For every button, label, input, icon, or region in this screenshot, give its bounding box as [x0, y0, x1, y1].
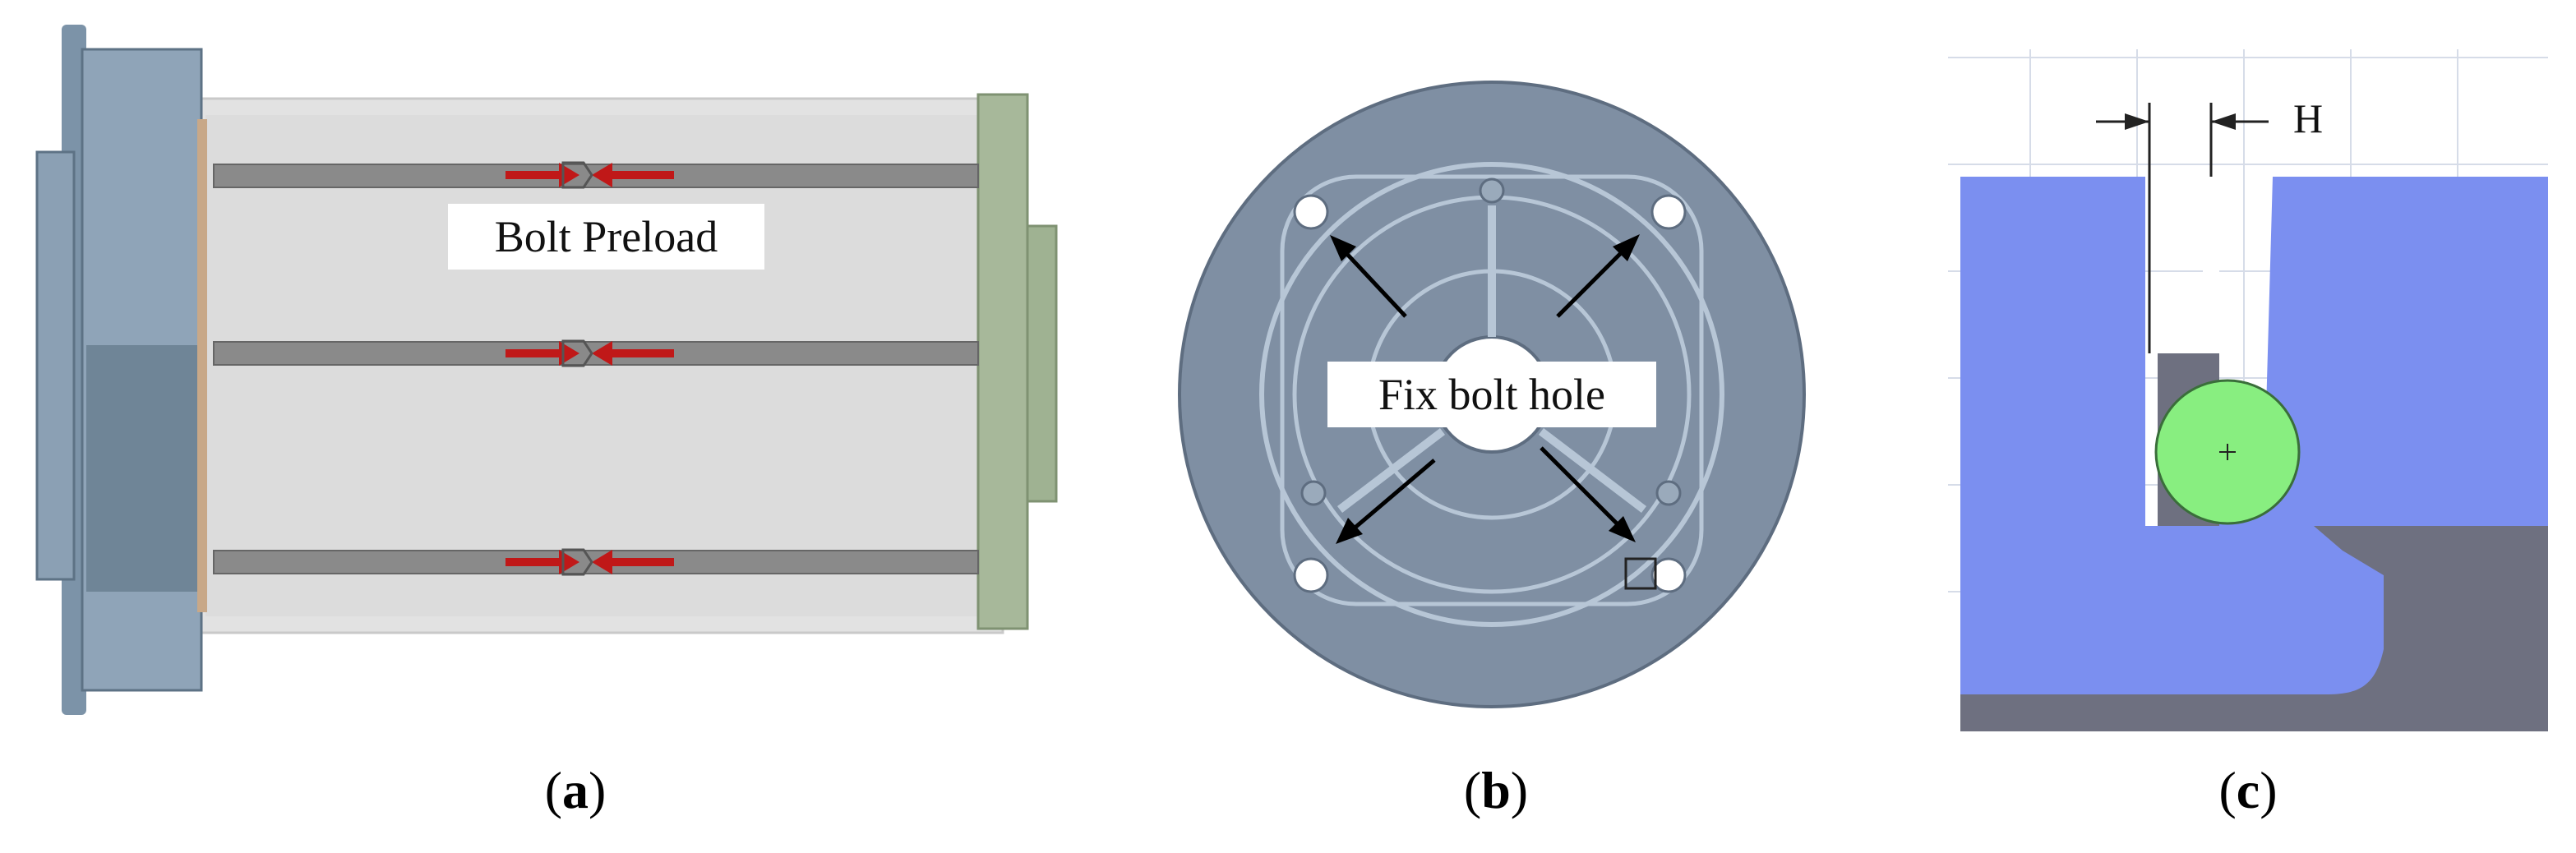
left-flange-shade: [86, 345, 197, 592]
preload-arrow-top: [506, 161, 674, 189]
caption-c: (c): [2182, 760, 2314, 821]
groove-slot: [2203, 177, 2219, 353]
section-blue-left: [1960, 177, 2145, 526]
dimension-h-label: H: [2293, 95, 2324, 141]
bolt-hole-top-right: [1650, 194, 1687, 230]
pointer-arrow-bottom-right: [1540, 446, 1636, 542]
dim-arrow-left: [2125, 113, 2149, 130]
caption-c-letter: c: [2236, 761, 2260, 819]
dim-arrow-right: [2211, 113, 2236, 130]
rib-left: [1336, 428, 1446, 513]
bolt-hole-bottom-right: [1650, 557, 1687, 593]
right-cap-body: [976, 93, 1029, 630]
boss-right: [1655, 480, 1682, 506]
panel-a: Bolt Preload (a): [0, 0, 1085, 853]
bolt-preload-label: Bolt Preload: [448, 204, 764, 270]
boss-left: [1300, 480, 1327, 506]
caption-c-open: (: [2218, 761, 2237, 819]
caption-b-open: (: [1463, 761, 1482, 819]
preload-arrow-bottom: [506, 548, 674, 576]
bolt-rod-middle: [213, 341, 979, 366]
boss-top: [1479, 178, 1505, 204]
seal-section-drawing: [1948, 49, 2548, 731]
marker-square: [1624, 557, 1657, 590]
right-cap-boss: [1026, 224, 1058, 503]
caption-c-close: ): [2260, 761, 2278, 819]
bolt-hole-top-left: [1293, 194, 1329, 230]
caption-a: (a): [493, 760, 658, 821]
caption-b-letter: b: [1481, 761, 1511, 819]
pointer-arrow-bottom-left: [1336, 459, 1436, 544]
fix-bolt-hole-label: Fix bolt hole: [1327, 362, 1656, 427]
rib-right: [1538, 428, 1647, 513]
caption-a-close: ): [589, 761, 607, 819]
pointer-arrow-top-right: [1556, 234, 1640, 318]
caption-b-close: ): [1510, 761, 1529, 819]
panel-c: H (c): [1948, 0, 2576, 853]
caption-a-letter: a: [562, 761, 589, 819]
panel-b: Fix bolt hole (b): [1151, 0, 1849, 853]
section-blue-right: [1960, 177, 2548, 694]
pointer-arrow-top-left: [1330, 235, 1407, 318]
caption-a-open: (: [544, 761, 562, 819]
cylinder-assembly-drawing: [35, 25, 1058, 715]
preload-arrow-middle: [506, 339, 674, 367]
caption-b: (b): [1430, 760, 1562, 821]
bolt-hole-bottom-left: [1293, 557, 1329, 593]
disk-lobe-frame: [1280, 174, 1704, 606]
disk-ring-outer: [1259, 162, 1724, 627]
left-flange-edge: [197, 119, 207, 612]
left-flange-lip: [35, 150, 76, 581]
